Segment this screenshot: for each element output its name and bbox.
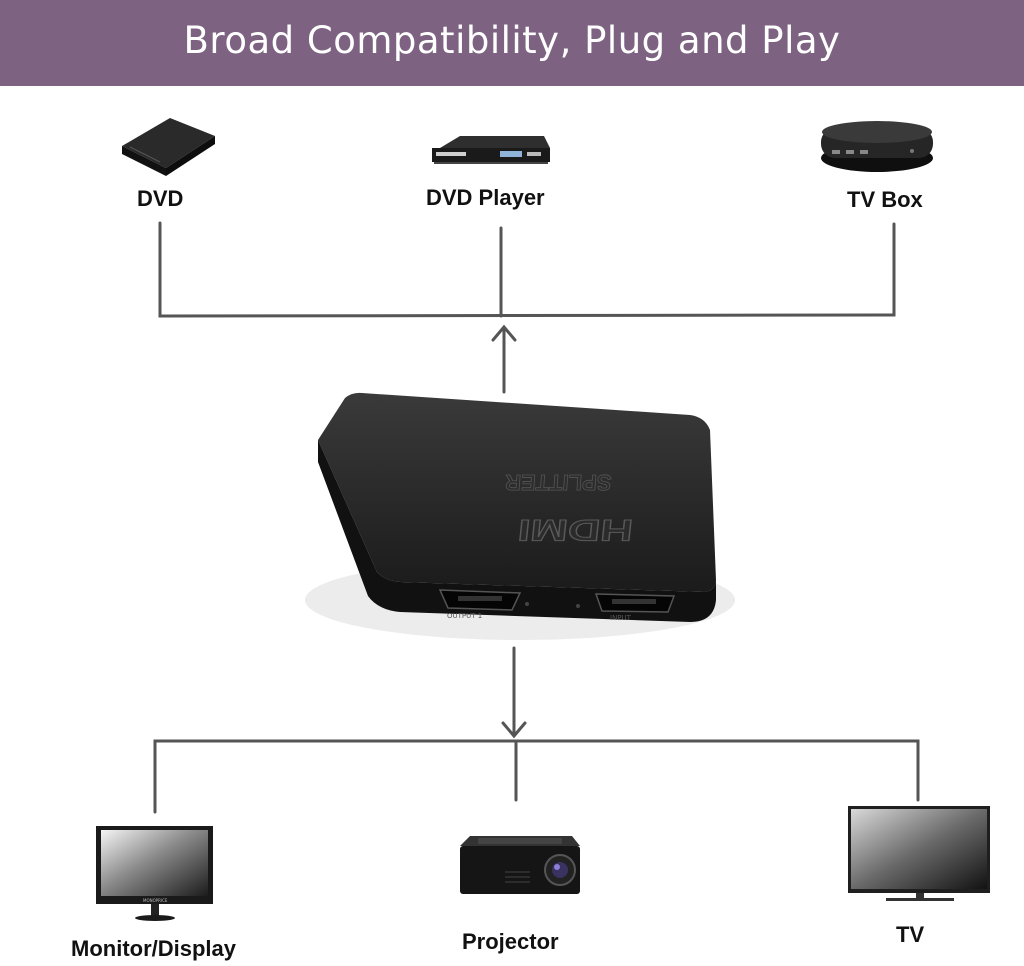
- title-banner: [0, 0, 1024, 86]
- tv-box-icon: [821, 121, 933, 172]
- splitter-port-label-right: INPUT: [610, 614, 632, 622]
- splitter-port-label-left: OUTPUT 1: [447, 612, 482, 620]
- source-label-tv-box: TV Box: [847, 187, 923, 212]
- hdmi-splitter-device: SPLITTER HDMI OUTPUT 1 INPUT: [305, 392, 735, 640]
- tv-icon: [848, 806, 990, 901]
- output-label-projector: Projector: [462, 929, 559, 954]
- monitor-brand-text: MONOPRICE: [143, 898, 168, 903]
- dvd-player-icon: [432, 136, 550, 164]
- splitter-logo-text: HDMI: [516, 513, 634, 547]
- external-dvd-drive-icon: [122, 118, 215, 176]
- page-title: Broad Compatibility, Plug and Play: [183, 19, 841, 62]
- output-label-monitor: Monitor/Display: [71, 936, 237, 961]
- output-label-tv: TV: [896, 922, 925, 947]
- projector-icon: [460, 836, 580, 894]
- input-connector-lines: [158, 221, 896, 394]
- splitter-top-text: SPLITTER: [504, 470, 612, 495]
- source-label-dvd-player: DVD Player: [426, 185, 545, 210]
- monitor-icon: MONOPRICE: [96, 826, 213, 921]
- output-connector-lines: [153, 646, 920, 814]
- source-label-dvd: DVD: [137, 186, 184, 211]
